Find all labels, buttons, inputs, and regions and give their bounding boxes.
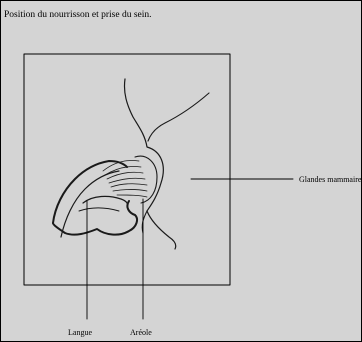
infant-tongue (83, 196, 128, 207)
label-langue: Langue (68, 328, 92, 337)
label-areole: Aréole (130, 328, 152, 337)
label-glandes-mammaires: Glandes mammaires (299, 175, 362, 184)
breast-outline (124, 79, 175, 249)
chest-line (148, 93, 209, 141)
infant-palate (79, 208, 119, 211)
illustration-box (24, 54, 230, 285)
infant-head (53, 161, 127, 223)
infant-chin (53, 201, 137, 235)
infant-head-inner (61, 171, 119, 237)
